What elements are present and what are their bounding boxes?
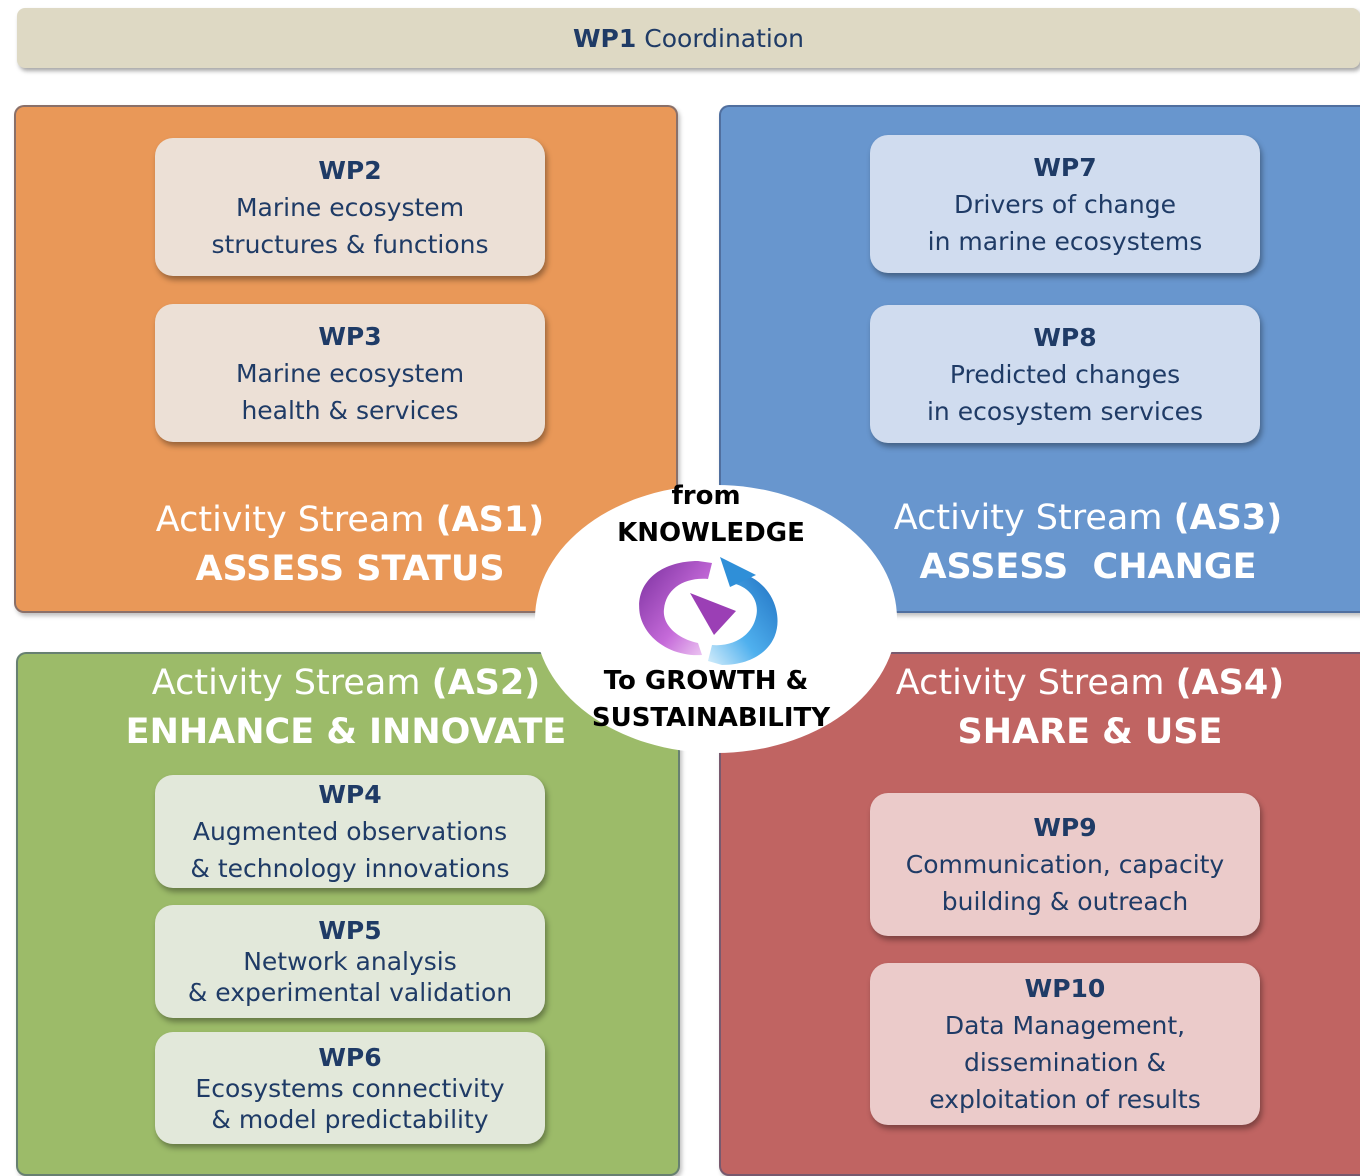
wp8-line-1: Predicted changes [949, 359, 1181, 389]
as2-title: ENHANCE & INNOVATE [125, 712, 567, 752]
wp4-line-2: & technology innovations [190, 854, 510, 883]
wp2-line-2: structures & functions [211, 229, 489, 259]
wp2-box: WP2 Marine ecosystem structures & functi… [155, 138, 545, 276]
wp3-code: WP3 [318, 321, 382, 351]
as3-heading: Activity Stream (AS3) ASSESS CHANGE [828, 494, 1348, 592]
as3-title: ASSESS CHANGE [919, 547, 1257, 587]
as1-label: Activity Stream [155, 500, 425, 540]
wp2-code: WP2 [318, 155, 382, 185]
wp7-line-2: in marine ecosystems [927, 226, 1203, 256]
wp7-code: WP7 [1033, 152, 1097, 182]
as4-tag: (AS4) [1175, 663, 1285, 703]
coordination-label: Coordination [644, 23, 805, 53]
hub-growth-text: To GROWTH & [603, 666, 809, 696]
wp4-line-1: Augmented observations [192, 817, 508, 846]
as2-tag: (AS2) [431, 663, 541, 703]
wp2-line-1: Marine ecosystem [235, 192, 465, 222]
as3-tag: (AS3) [1173, 498, 1283, 538]
wp6-line-1: Ecosystems connectivity [195, 1073, 505, 1103]
hub-knowledge-text: KNOWLEDGE [617, 518, 805, 548]
as2-heading: Activity Stream (AS2) ENHANCE & INNOVATE [86, 659, 606, 757]
as4-heading: Activity Stream (AS4) SHARE & USE [830, 659, 1350, 757]
wp8-box: WP8 Predicted changes in ecosystem servi… [870, 305, 1260, 443]
cycle-arrows-icon [639, 557, 778, 665]
wp4-code: WP4 [318, 780, 382, 809]
wp3-line-1: Marine ecosystem [235, 358, 465, 388]
as3-label: Activity Stream [893, 498, 1163, 538]
wp7-box: WP7 Drivers of change in marine ecosyste… [870, 135, 1260, 273]
wp10-box: WP10 Data Management, dissemination & ex… [870, 963, 1260, 1125]
wp8-code: WP8 [1033, 322, 1097, 352]
as4-title: SHARE & USE [957, 712, 1223, 752]
wp10-line-3: exploitation of results [929, 1085, 1201, 1114]
hub-sustainability-text: SUSTAINABILITY [591, 703, 831, 733]
wp9-line-2: building & outreach [941, 887, 1189, 916]
wp6-box: WP6 Ecosystems connectivity & model pred… [155, 1032, 545, 1144]
wp10-code: WP10 [1024, 974, 1106, 1003]
wp5-line-2: & experimental validation [187, 978, 513, 1007]
wp9-line-1: Communication, capacity [905, 850, 1225, 879]
coordination-code: WP1 [572, 23, 637, 53]
coordination-bar: WP1 Coordination [17, 8, 1360, 68]
wp8-line-2: in ecosystem services [926, 396, 1204, 426]
as1-title: ASSESS STATUS [195, 549, 505, 589]
as1-heading: Activity Stream (AS1) ASSESS STATUS [90, 496, 610, 594]
wp7-line-1: Drivers of change [954, 189, 1176, 219]
wp3-box: WP3 Marine ecosystem health & services [155, 304, 545, 442]
wp6-line-2: & model predictability [211, 1104, 489, 1134]
wp4-box: WP4 Augmented observations & technology … [155, 775, 545, 888]
wp9-code: WP9 [1033, 813, 1097, 842]
wp5-code: WP5 [318, 916, 382, 945]
as2-label: Activity Stream [151, 663, 421, 703]
wp9-box: WP9 Communication, capacity building & o… [870, 793, 1260, 936]
wp6-code: WP6 [318, 1042, 382, 1072]
wp5-line-1: Network analysis [243, 947, 457, 976]
hub-from-text: from [671, 481, 741, 511]
as1-tag: (AS1) [435, 500, 545, 540]
as4-label: Activity Stream [895, 663, 1165, 703]
wp10-line-2: dissemination & [963, 1048, 1167, 1077]
wp10-line-1: Data Management, [944, 1011, 1186, 1040]
wp3-line-2: health & services [241, 395, 459, 425]
wp5-box: WP5 Network analysis & experimental vali… [155, 905, 545, 1018]
